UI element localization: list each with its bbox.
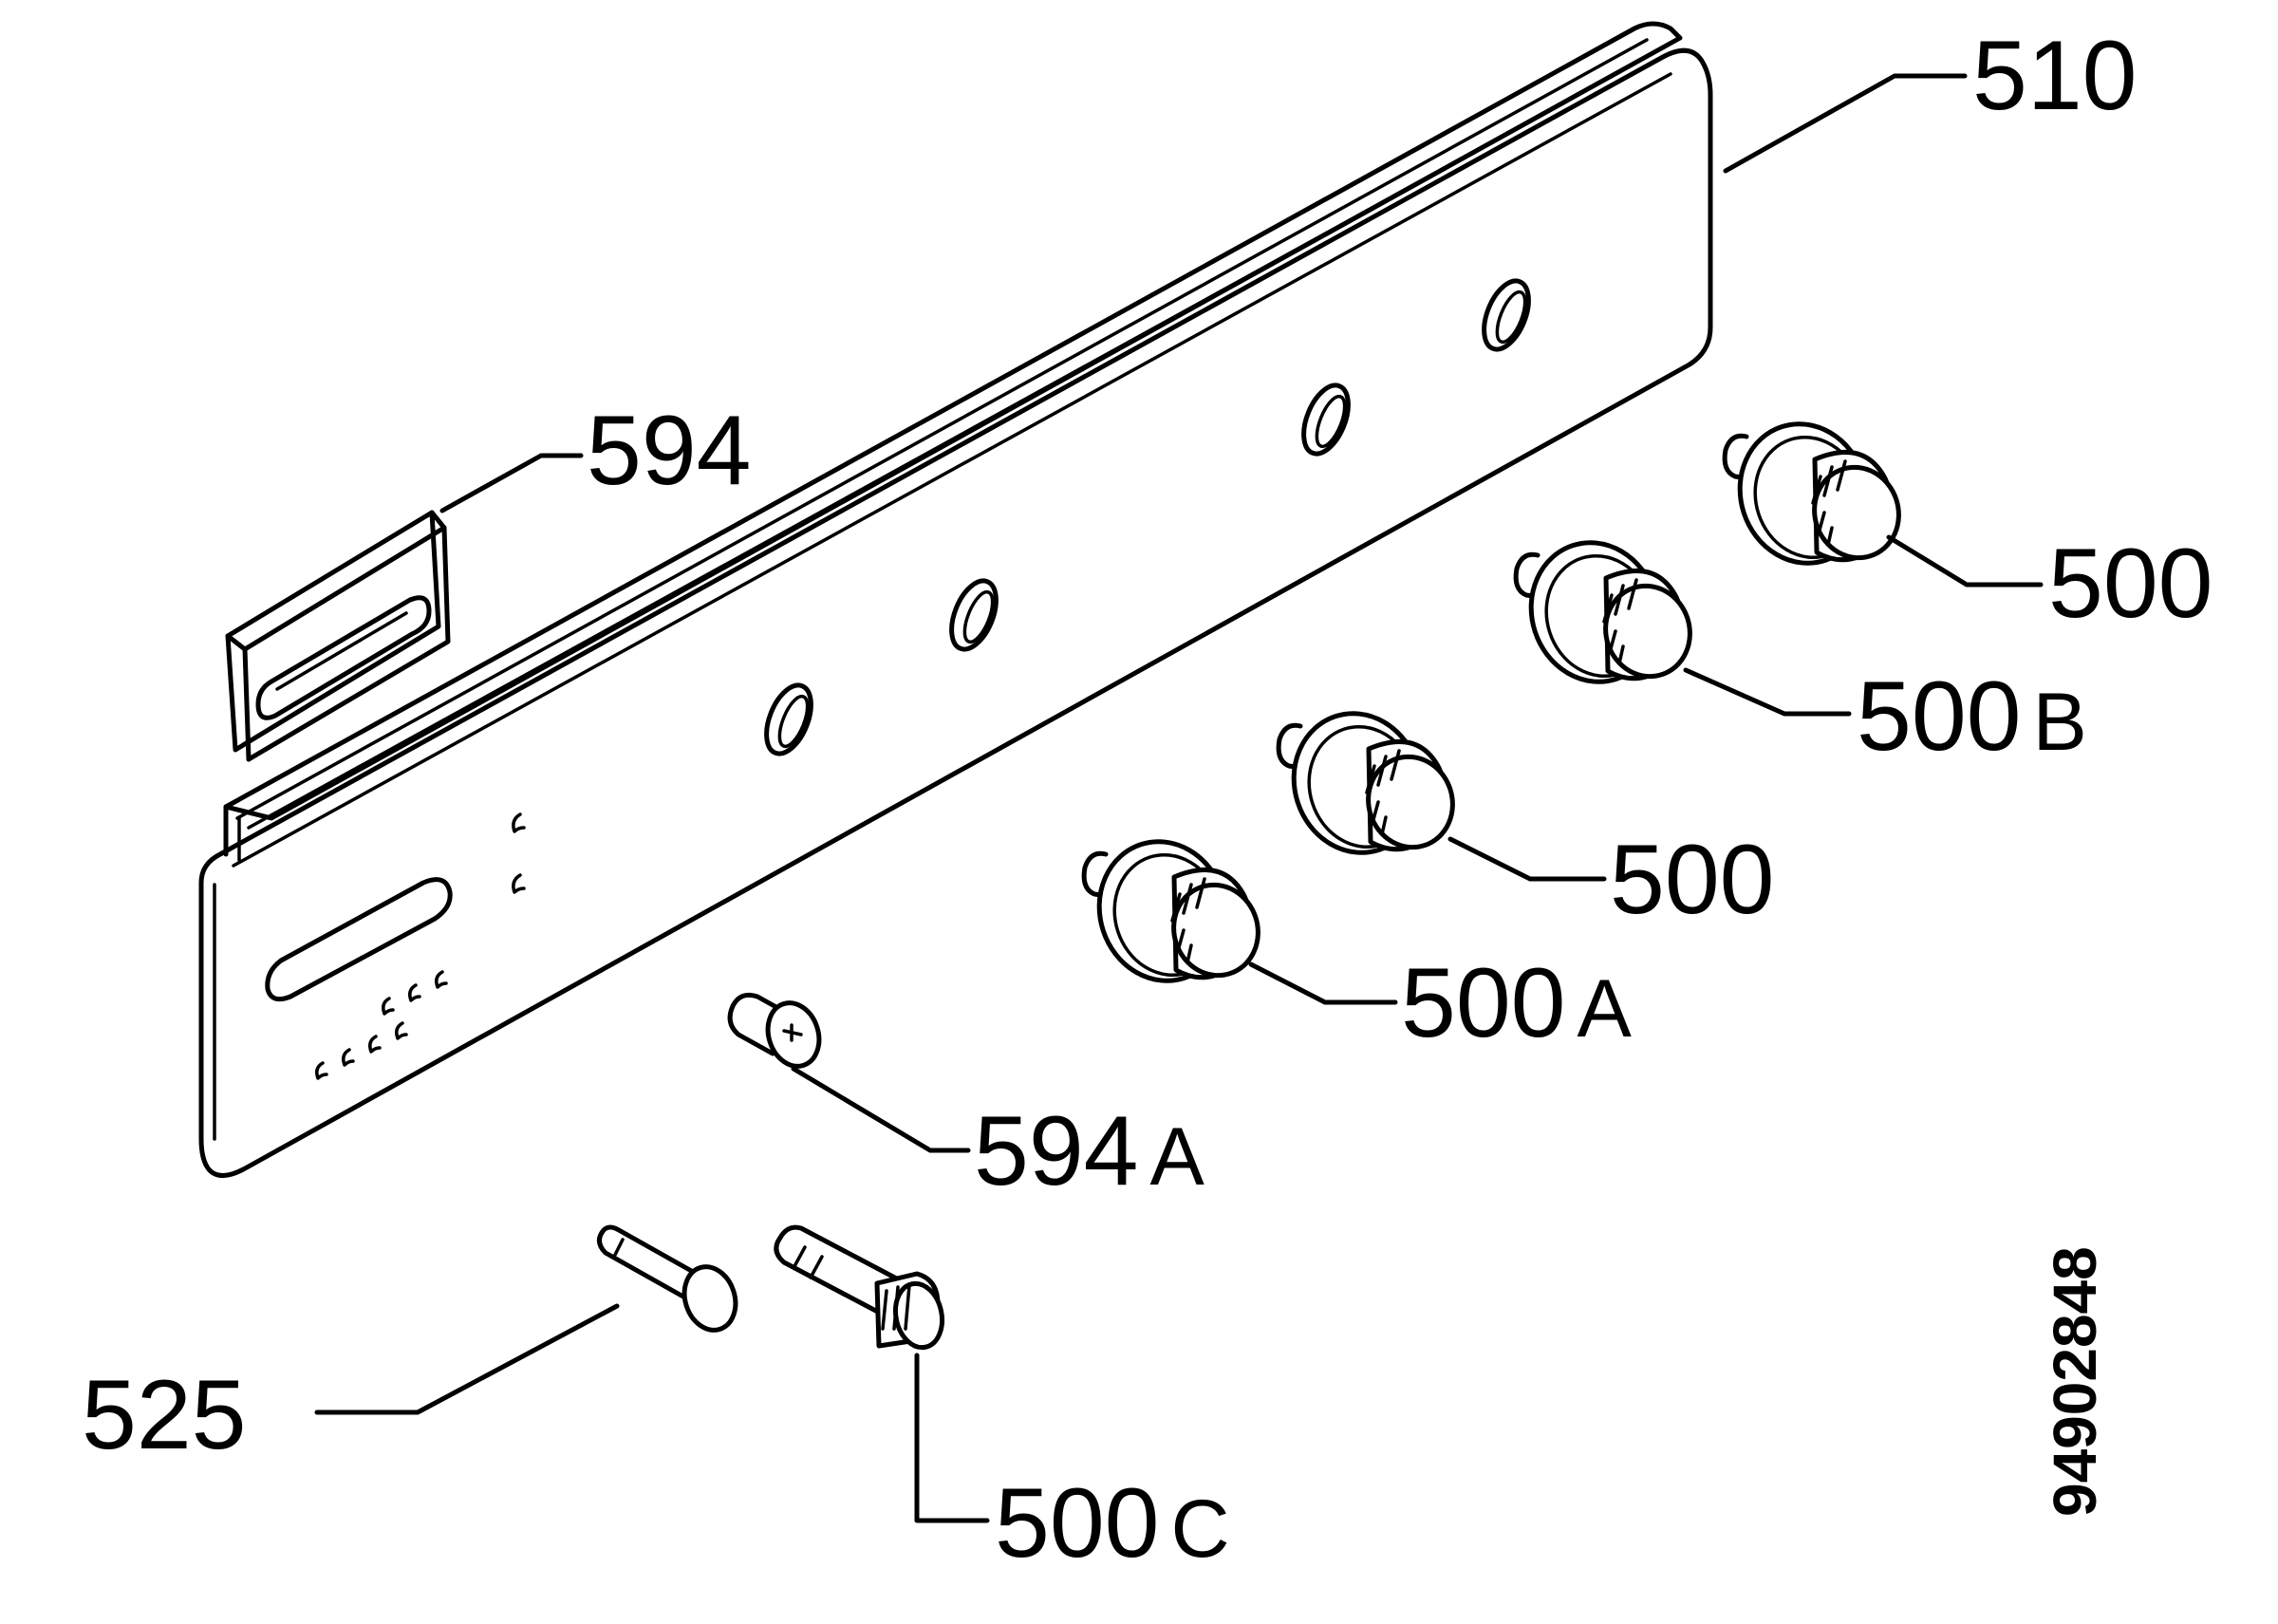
control-panel bbox=[198, 21, 1713, 1178]
panel-bracket bbox=[225, 510, 451, 762]
label-510: 510 bbox=[1972, 21, 2138, 131]
shaft-500c bbox=[774, 1224, 945, 1351]
pin-525 bbox=[597, 1224, 738, 1333]
button-594a bbox=[727, 992, 822, 1069]
label-594: 594 bbox=[587, 396, 752, 506]
document-number: 94902848 bbox=[2041, 1246, 2109, 1517]
knob-right bbox=[1722, 421, 1901, 566]
panel-holes bbox=[764, 278, 1531, 756]
display-window bbox=[265, 877, 453, 1002]
knob-b bbox=[1513, 540, 1692, 684]
knob-a bbox=[1081, 839, 1260, 983]
label-525: 525 bbox=[82, 1360, 247, 1470]
leader-lines bbox=[314, 73, 2044, 1523]
knob-middle bbox=[1276, 711, 1455, 855]
label-500-middle: 500 bbox=[1610, 825, 1775, 935]
indicator-marks bbox=[315, 812, 526, 1080]
label-500-right: 500 bbox=[2048, 529, 2213, 639]
